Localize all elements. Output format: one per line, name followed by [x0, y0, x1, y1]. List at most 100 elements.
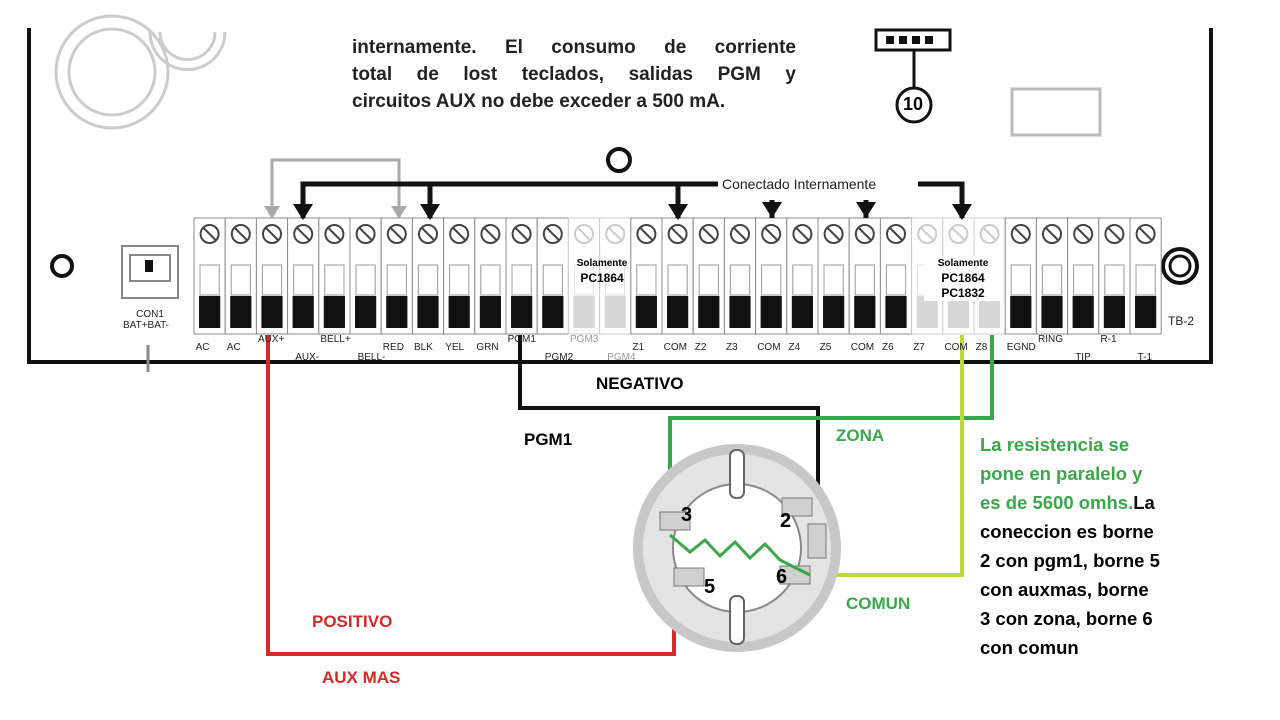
terminal-clamp [698, 264, 719, 296]
terminal-label: Z2 [694, 342, 707, 353]
note-line-2: total de lost teclados, salidas PGM y [352, 64, 796, 85]
internal-bus [264, 158, 972, 220]
terminal-screw-slot [390, 227, 404, 241]
terminal-contact [635, 296, 657, 328]
explanation-text: La resistencia se pone en paralelo y es … [980, 430, 1240, 662]
terminal-screw-slot [858, 227, 872, 241]
terminal-contact [1010, 296, 1032, 328]
terminal-clamp [511, 264, 532, 296]
con1-name: CON1 [136, 309, 164, 320]
terminal-clamp [1041, 264, 1063, 296]
terminal-clamp [480, 264, 501, 296]
board-component-rect [1010, 87, 1102, 137]
terminal-contact [729, 296, 751, 328]
only-box-2-line-2: PC1864 [941, 271, 985, 285]
terminal-label: AC [195, 342, 210, 353]
terminal-contact [885, 296, 907, 328]
board-decor-circles [54, 14, 227, 130]
terminal-label: Z4 [788, 342, 801, 353]
terminal-screw-slot [826, 227, 841, 241]
explanation-black-5: 3 con zona, borne 6 [980, 608, 1153, 629]
detector-terminal-3: 3 [681, 504, 693, 526]
terminal-contact [511, 296, 533, 328]
terminal-contact [1072, 296, 1094, 328]
resistor [669, 533, 811, 577]
terminal-contact [1103, 296, 1125, 328]
note-line-1: internamente. El consumo de corriente [352, 37, 796, 58]
terminal-screw-slot [1076, 227, 1090, 241]
terminal-contact [199, 296, 221, 328]
terminal-label: BELL- [357, 352, 386, 363]
terminal-screw-slot [1045, 227, 1059, 241]
terminal-screw-slot [889, 227, 903, 241]
terminal-screw-slot [639, 227, 654, 241]
terminal-label: RED [382, 342, 404, 353]
terminal-label: PGM1 [507, 334, 536, 345]
con1-connector [121, 245, 179, 372]
terminal-label: PGM3 [570, 334, 599, 345]
terminal-label: YEL [445, 342, 465, 353]
terminal-contact [698, 296, 720, 328]
explanation-black-3: 2 con pgm1, borne 5 [980, 550, 1160, 571]
terminal-screw-slot [1107, 227, 1122, 241]
terminal-contact [979, 296, 1001, 328]
terminal-label: COM [757, 342, 781, 353]
terminal-screw-slot [951, 227, 966, 241]
terminal-screw-slot [764, 227, 778, 241]
terminal-clamp [1135, 264, 1156, 296]
terminal-clamp [573, 264, 595, 296]
terminal-contact [542, 296, 564, 328]
terminal-label: PGM2 [544, 352, 574, 363]
terminal-contact [823, 296, 845, 328]
terminal-clamp [854, 264, 875, 296]
explanation-black-4: con auxmas, borne [980, 579, 1149, 600]
terminal-screw-slot [920, 227, 934, 241]
terminal-clamp [542, 264, 563, 296]
note-line-3: circuitos AUX no debe exceder a 500 mA. [352, 91, 726, 112]
aux-mas-label: AUX MAS [322, 668, 401, 687]
terminal-label: Z1 [632, 342, 645, 353]
terminal-contact [667, 296, 689, 328]
terminal-screw-slot [702, 227, 716, 241]
negativo-label: NEGATIVO [596, 374, 684, 393]
terminal-screw-slot [421, 227, 435, 241]
terminal-clamp [761, 264, 782, 296]
mounting-hole-left [50, 254, 74, 278]
terminal-label: Z6 [882, 342, 894, 353]
comun-label: COMUN [846, 594, 911, 613]
terminal-label: TIP [1075, 352, 1091, 363]
terminal-screw-slot [483, 227, 498, 241]
terminal-clamp [199, 264, 220, 296]
terminal-contact [261, 296, 283, 328]
internal-connection-label: Conectado Internamente [720, 176, 879, 192]
terminal-clamp [667, 264, 688, 296]
pgm1-label: PGM1 [524, 430, 573, 449]
terminal-screw-slot [1014, 227, 1028, 241]
terminal-label: AUX- [295, 352, 320, 363]
terminal-contact [854, 296, 876, 328]
terminal-contact [417, 296, 439, 328]
explanation-green-2: pone en paralelo y [980, 463, 1143, 484]
explanation-black-6: con comun [980, 637, 1079, 658]
terminal-clamp [324, 264, 345, 296]
terminal-screw-slot [202, 227, 217, 241]
terminal-screw-slot [234, 227, 248, 241]
terminal-label: BLK [414, 342, 433, 353]
terminal-label: RING [1038, 334, 1063, 345]
terminal-label: Z3 [726, 342, 738, 353]
terminal-screw-slot [265, 227, 279, 241]
tb2-label: TB-2 [1168, 314, 1195, 328]
terminal-label: COM [944, 342, 968, 353]
terminal-contact [604, 296, 626, 328]
terminal-clamp [1073, 264, 1094, 296]
terminal-contact [916, 296, 938, 328]
only-box-2-line-3: PC1832 [941, 286, 985, 300]
detector-base [633, 444, 841, 652]
terminal-clamp [261, 264, 283, 296]
terminal-clamp [605, 264, 626, 296]
only-box-2-line-1: Solamente [937, 258, 989, 269]
explanation-green-1: La resistencia se [980, 434, 1130, 455]
terminal-clamp [386, 264, 407, 296]
explanation-black-1: La [1133, 492, 1155, 513]
